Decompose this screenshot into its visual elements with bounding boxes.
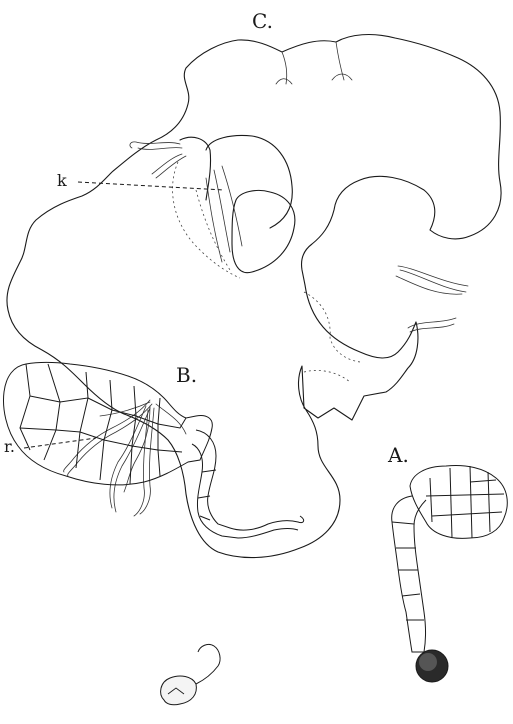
rhizoid-top-2 [152,154,182,174]
figure-b-seg-3 [200,516,210,520]
figure-b-wall-2 [30,396,60,402]
label-c: C. [252,9,273,33]
figure-a-filament-chain [392,496,426,652]
rhizoids-right [396,266,468,332]
label-r: r. [4,437,15,456]
figure-b-basal-filament-b [192,444,298,538]
rhizoid-top-1b [138,148,182,150]
figure-c-fold-notch-a [276,79,292,84]
rhizoid-r-5 [134,410,148,516]
figure-b-spore-stalk [196,644,220,684]
label-a: A. [387,443,409,467]
figure-a-filament [392,466,508,683]
figure-b-wall-5 [60,372,88,402]
figure-a-wall-5 [426,494,504,496]
label-b: B. [176,363,197,387]
figure-b-wall-18 [158,450,182,452]
figure-a-seg-4 [402,594,420,596]
figure-b-basal-filament [196,430,304,530]
figure-b-wall-1 [20,364,30,450]
figure-a-wall-2 [450,468,452,538]
figure-a-wall-7 [470,480,496,482]
figure-c-outline [7,35,501,558]
figure-b-wall-4 [20,428,56,430]
figure-b-wall-9 [80,410,112,440]
figure-a-spore-inner [419,653,437,671]
figure-a-wall-6 [432,512,502,516]
rhizoid-right-1b [400,270,466,292]
k-leader-line [78,182,224,190]
figure-b-wall-10 [100,440,104,480]
figure-b-wall-6 [56,398,88,432]
rhizoid-right-2 [396,276,462,294]
archegonia-cluster [130,136,295,278]
figure-a-wall-1 [430,478,432,522]
archegonium-lobe-1 [206,136,292,228]
label-k: k [57,171,67,190]
rhizoid-r-6 [156,404,186,434]
archegonium-lobe-2 [232,190,295,272]
figure-c-inner-dotted-2 [304,370,350,382]
figure-a-seg-1 [392,522,414,524]
figure-c-fold-notch-b [332,74,352,80]
rhizoid-right-1 [398,266,468,286]
figure-b-wall-16 [158,450,160,476]
figure-b-wall-3 [44,364,60,460]
rhizoid-top-1 [130,142,180,148]
archegonium-lobe-3 [180,137,211,200]
archegonium-neck-dotted [196,190,230,270]
figure-c-inner-dotted-1 [304,292,360,362]
figure-a-wall-3 [470,466,472,538]
figure-c-thallus [7,35,501,558]
archegonium-neck-3 [206,178,222,262]
rhizoids-r [64,400,186,516]
